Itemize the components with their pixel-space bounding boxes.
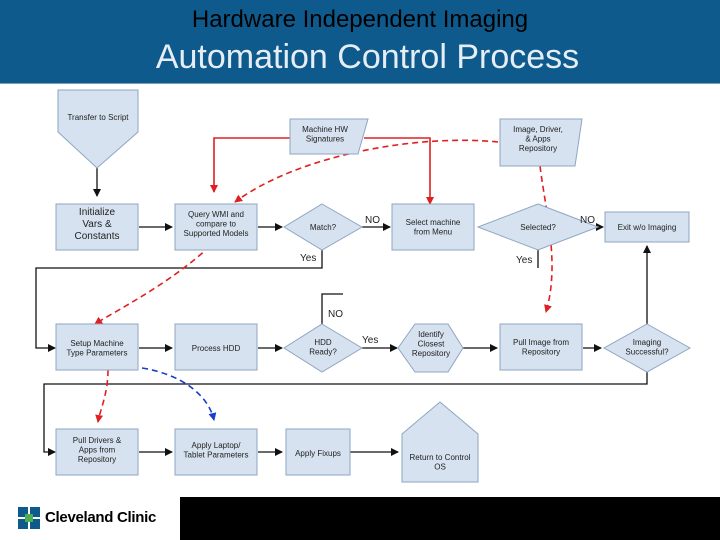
node-exit-text: Exit w/o Imaging [618,223,677,232]
node-match-shape [283,203,364,251]
node-hw-sig-shape [289,118,369,155]
node-line: Return to Control [410,453,471,462]
node-process-text: Process HDD [192,344,241,353]
node-selected-shape [476,203,600,251]
title-banner: Hardware Independent Imaging Automation … [0,0,720,84]
label-yes-selected: Yes [516,255,532,266]
node-line: Process HDD [192,344,241,353]
red-dashed-repo-to-query [234,139,499,203]
node-apply-laptop-shape [174,428,258,476]
title-line-1: Hardware Independent Imaging [191,6,529,33]
node-line: HDD [314,338,332,347]
node-line: Query WMI and [188,210,244,219]
node-line: Exit w/o Imaging [618,223,677,232]
node-line: & Apps [525,135,550,144]
node-hdd-shape [283,323,363,373]
node-line: Repository [78,455,116,464]
node-line: Image, Driver, [513,125,563,134]
node-select-shape [391,203,475,251]
black-connectors [35,168,651,456]
node-line: Signatures [306,135,344,144]
red-dashed-setup-to-drivers [95,369,109,423]
node-line: Initialize [79,207,116,218]
node-line: Select machine [406,218,461,227]
node-exit-shape [604,211,690,243]
node-line: Imaging [633,338,661,347]
label-no-selected: NO [580,215,595,226]
node-line: Apply Laptop/ [192,441,242,450]
node-repo-shape [499,118,583,167]
node-apply-laptop-text: Apply Laptop/Tablet Parameters [184,441,249,460]
node-line: Closest [418,340,445,349]
node-line: Constants [74,231,119,242]
label-yes-match: Yes [300,253,316,264]
cleveland-clinic-logo-icon [18,507,40,529]
node-return-shape [401,401,479,483]
node-line: Vars & [82,219,112,230]
node-line: Transfer to Script [67,113,129,122]
brand-name: Cleveland Clinic [45,509,157,526]
node-line: compare to [196,220,237,229]
node-setup-shape [55,323,139,371]
label-no-hdd: NO [328,309,343,320]
node-line: Repository [412,349,450,358]
node-line: Repository [522,348,560,357]
node-line: from Menu [414,228,452,237]
node-init-shape [55,203,139,251]
node-identify-shape [397,323,464,373]
node-line: Pull Image from [513,338,569,347]
node-selected-text: Selected? [520,223,556,232]
logo-panel: Cleveland Clinic [0,497,180,540]
node-match-text: Match? [310,223,337,232]
node-transfer-shape [57,89,139,169]
red-arrow-select-machine [364,137,434,205]
node-transfer-text: Transfer to Script [67,113,129,122]
node-line: Repository [519,144,557,153]
node-pull-drivers-shape [55,428,139,476]
node-line: Machine HW [302,125,348,134]
node-fixups-text: Apply Fixups [295,449,341,458]
node-line: Tablet Parameters [184,451,249,460]
red-dashed-query-to-setup [94,245,211,325]
node-line: Setup Machine [70,339,124,348]
node-pull-image-shape [499,323,583,371]
node-line: Identify [418,330,444,339]
title-line-2: Automation Control Process [155,38,580,76]
node-query-shape [174,203,258,251]
node-line: Successful? [625,348,669,357]
node-line: OS [434,463,446,472]
red-arrow-hw-signatures [210,137,300,193]
node-line: Match? [310,223,337,232]
node-success-shape [602,323,692,373]
node-line: Supported Models [184,229,249,238]
node-line: Apps from [79,446,116,455]
label-no-match: NO [365,215,380,226]
node-shapes [55,89,692,483]
label-yes-hdd: Yes [362,335,378,346]
node-line: Pull Drivers & [73,436,122,445]
node-fixups-shape [285,428,351,476]
node-line: Type Parameters [67,349,128,358]
node-process-shape [174,323,258,371]
footer-bar: Cleveland Clinic [0,497,720,540]
node-line: Selected? [520,223,556,232]
blue-dashed-setup-to-laptop [141,367,217,421]
node-line: Apply Fixups [295,449,341,458]
node-line: Ready? [309,348,337,357]
